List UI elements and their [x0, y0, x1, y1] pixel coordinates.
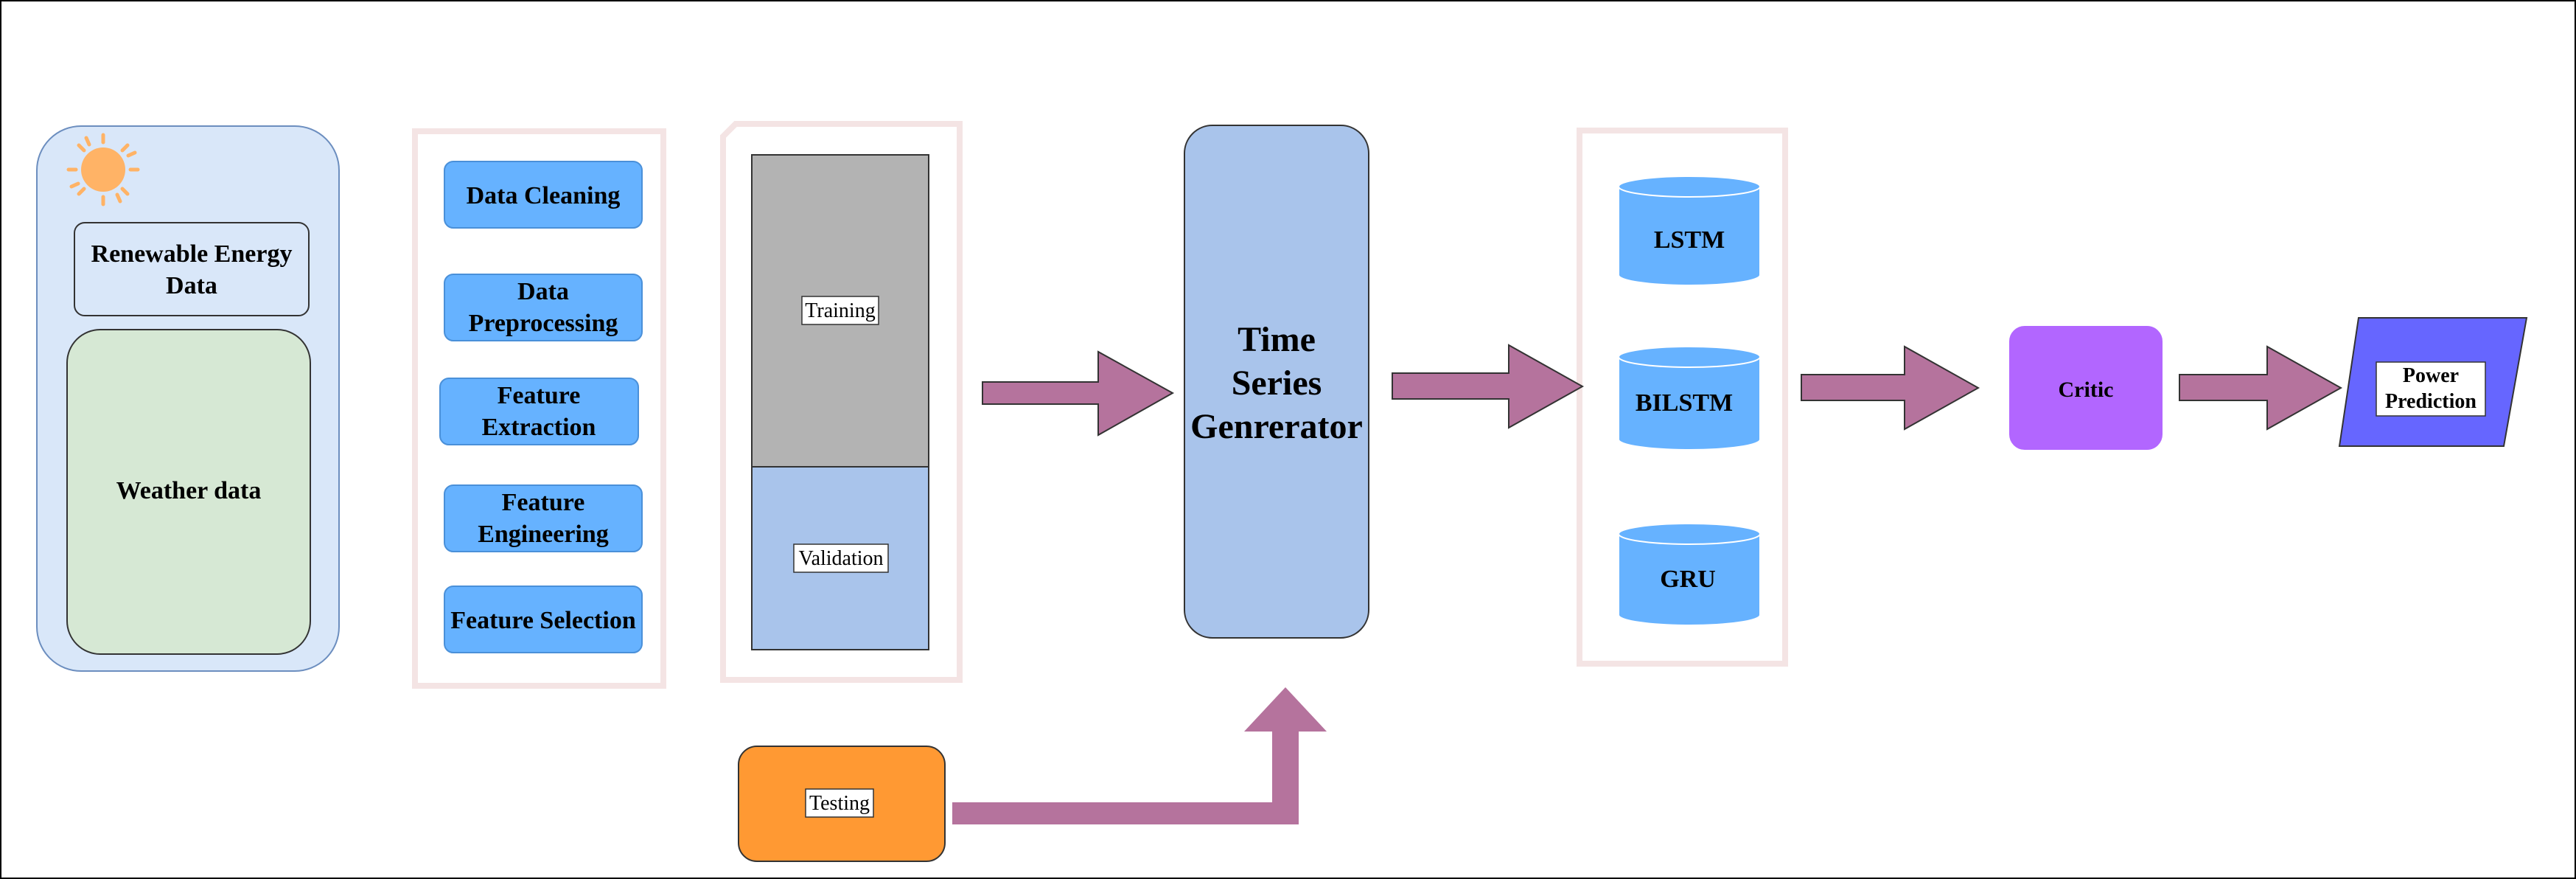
step-label: Data Cleaning: [467, 182, 621, 209]
critic-block: [2008, 324, 2164, 451]
arrow-models-to-critic: [1801, 345, 1980, 431]
renewable-energy-label-line-1: Renewable Energy: [91, 240, 293, 268]
generator-label-line-3: Genrerator: [1190, 407, 1363, 446]
weather-data-label: Weather data: [116, 477, 262, 504]
preprocessing-step-feature-extraction: Feature Extraction: [439, 378, 639, 445]
time-series-generator: Time Series Genrerator: [1184, 125, 1369, 639]
preprocessing-step-feature-engineering: Feature Engineering: [444, 484, 643, 552]
power-prediction-output: Power Prediction: [2338, 317, 2528, 447]
generator-block: [1184, 125, 1369, 639]
testing-label: Testing: [809, 792, 870, 815]
step-label-line-1: Feature: [502, 489, 585, 516]
preprocessing-step-data-preprocessing: Data Preprocessing: [444, 274, 643, 341]
preprocessing-panel: Data Cleaning Data Preprocessing Feature…: [412, 128, 666, 689]
testing-box: Testing: [738, 746, 946, 862]
validation-label: Validation: [798, 547, 883, 570]
model-bilstm: BILSTM: [1618, 346, 1761, 451]
critic-box: Critic: [2008, 324, 2164, 451]
data-split-panel: Training Validation: [720, 121, 963, 683]
arrow-testing-to-generator: [952, 687, 1327, 824]
testing-label-box: [805, 788, 874, 818]
output-label-box: [2376, 361, 2486, 417]
preprocessing-step-data-cleaning: Data Cleaning: [444, 161, 643, 229]
critic-label: Critic: [2059, 378, 2114, 402]
arrow-generator-to-models: [1392, 344, 1585, 429]
training-label: Training: [805, 299, 875, 322]
step-label-line-1: Data: [517, 278, 569, 305]
arrow-critic-to-output: [2179, 345, 2343, 431]
renewable-energy-box: [74, 222, 310, 316]
source-panel: Renewable Energy Data Weather data: [36, 125, 340, 672]
generator-label-line-2: Series: [1232, 364, 1322, 403]
step-label-line-2: Preprocessing: [469, 310, 618, 337]
step-label-line-2: Extraction: [482, 414, 596, 441]
output-label-line-1: Power: [2403, 364, 2459, 387]
generator-label-line-1: Time: [1238, 320, 1316, 359]
step-label-line-1: Feature: [498, 382, 581, 409]
models-panel: LSTM BILSTM GRU: [1577, 128, 1788, 667]
weather-data-box: [66, 329, 311, 655]
step-label-line-2: Engineering: [478, 521, 609, 548]
preprocessing-step-feature-selection: Feature Selection: [444, 586, 643, 653]
model-label: LSTM: [1654, 226, 1725, 254]
model-label: GRU: [1660, 566, 1716, 593]
validation-label-box: [793, 543, 889, 573]
model-gru: GRU: [1618, 523, 1761, 626]
arrow-split-to-generator: [982, 350, 1175, 437]
model-label: BILSTM: [1636, 389, 1733, 417]
step-label: Feature Selection: [450, 607, 636, 634]
training-label-box: [801, 296, 879, 325]
output-label-line-2: Prediction: [2385, 390, 2476, 413]
sun-icon: [66, 133, 140, 206]
model-lstm: LSTM: [1618, 176, 1761, 286]
renewable-energy-label-line-2: Data: [166, 272, 217, 299]
